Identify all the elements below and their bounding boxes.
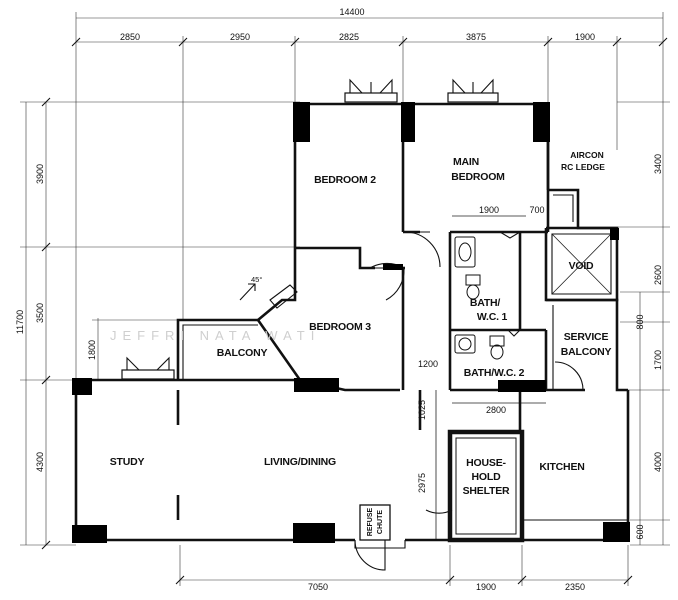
dim-right-5: 4000 bbox=[653, 452, 663, 472]
dim-top-4: 3875 bbox=[466, 32, 486, 42]
dim-hall-b: 2975 bbox=[417, 473, 427, 493]
room-label-aircon-line1: AIRCON bbox=[570, 150, 604, 160]
watermark: JEFFRI NATA WATI bbox=[110, 328, 320, 343]
dim-bottom-3: 2350 bbox=[565, 582, 585, 592]
dim-top-2: 2950 bbox=[230, 32, 250, 42]
dim-bath1-gap: 700 bbox=[529, 205, 544, 215]
sanitary-fixtures bbox=[454, 236, 505, 360]
room-label-service-balcony-line1: SERVICE bbox=[564, 331, 609, 343]
room-label-living-dining: LIVING/DINING bbox=[264, 456, 336, 468]
grid-lines bbox=[20, 12, 670, 586]
dim-right-3: 800 bbox=[635, 314, 645, 329]
windows bbox=[121, 78, 499, 380]
dim-left-4: 4300 bbox=[35, 452, 45, 472]
room-label-shelter-line3: SHELTER bbox=[463, 485, 510, 497]
structural-columns bbox=[72, 102, 630, 543]
angle-label: 45° bbox=[251, 275, 262, 284]
dim-corridor: 1200 bbox=[418, 359, 438, 369]
dimension-ticks bbox=[41, 37, 668, 585]
dim-top-1: 2850 bbox=[120, 32, 140, 42]
room-label-bedroom3: BEDROOM 3 bbox=[309, 321, 371, 333]
dim-bottom-2: 1900 bbox=[476, 582, 496, 592]
dim-left-3: 1800 bbox=[87, 340, 97, 360]
room-label-bath2: BATH/W.C. 2 bbox=[464, 367, 525, 379]
dim-bath2-width: 2800 bbox=[486, 405, 506, 415]
room-label-service-balcony-line2: BALCONY bbox=[561, 346, 612, 358]
dim-bottom-1: 7050 bbox=[308, 582, 328, 592]
room-label-aircon-line2: RC LEDGE bbox=[561, 162, 605, 172]
dim-bath1-width: 1900 bbox=[479, 205, 499, 215]
dim-overall-width: 14400 bbox=[339, 7, 364, 17]
angle-arrow bbox=[239, 283, 256, 301]
room-label-balcony: BALCONY bbox=[217, 347, 268, 359]
room-label-main-bedroom-line2: BEDROOM bbox=[451, 171, 505, 183]
room-label-main-bedroom-line1: MAIN bbox=[453, 156, 479, 168]
room-label-bath1-line1: BATH/ bbox=[470, 297, 501, 309]
dim-left-2: 3500 bbox=[35, 303, 45, 323]
dim-hall-a: 1025 bbox=[417, 400, 427, 420]
room-label-kitchen: KITCHEN bbox=[539, 461, 584, 473]
doors bbox=[354, 231, 584, 571]
dim-right-1: 3400 bbox=[653, 154, 663, 174]
dim-top-3: 2825 bbox=[339, 32, 359, 42]
dim-left-1: 3900 bbox=[35, 164, 45, 184]
room-label-bedroom2: BEDROOM 2 bbox=[314, 174, 376, 186]
room-label-void: VOID bbox=[569, 260, 594, 272]
dim-left-total: 11700 bbox=[15, 310, 25, 334]
dim-right-4: 1700 bbox=[653, 350, 663, 370]
room-label-shelter-line2: HOLD bbox=[472, 471, 502, 483]
dim-right-2: 2600 bbox=[653, 265, 663, 285]
room-label-shelter-line1: HOUSE- bbox=[466, 457, 506, 469]
room-label-study: STUDY bbox=[110, 456, 145, 468]
room-label-refuse-line1: REFUSE bbox=[367, 507, 374, 536]
dim-right-6: 600 bbox=[635, 524, 645, 539]
room-label-bath1-line2: W.C. 1 bbox=[477, 311, 508, 323]
dim-top-5: 1900 bbox=[575, 32, 595, 42]
room-label-refuse-line2: CHUTE bbox=[377, 510, 384, 534]
